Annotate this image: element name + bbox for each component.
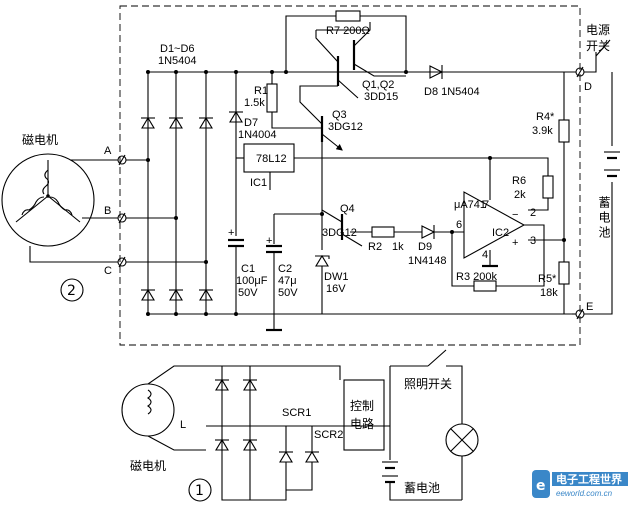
- label-magneto-top: 磁电机: [22, 132, 58, 147]
- label-power-switch-2: 开关: [586, 39, 610, 53]
- label-r1: R1: [254, 85, 268, 97]
- circle-2-ring: [60, 278, 84, 302]
- label-d1-d6-part: 1N5404: [158, 55, 197, 67]
- label-dw1: DW1: [324, 271, 348, 283]
- diode-bottom-3: [215, 438, 229, 451]
- label-r4: R4*: [536, 111, 555, 123]
- diode-d7: [229, 110, 243, 123]
- label-ic1: IC1: [250, 177, 267, 189]
- label-q12-part: 3DD15: [364, 91, 398, 103]
- label-c2-v: 50V: [278, 287, 298, 299]
- label-r1-val: 1.5k: [244, 97, 265, 109]
- watermark-url: eeworld.com.cn: [556, 489, 613, 498]
- label-light-switch: 照明开关: [404, 377, 452, 391]
- battery-bottom: [382, 461, 398, 484]
- transistor-q1q2: [315, 22, 406, 99]
- label-node-e: E: [586, 301, 593, 313]
- label-q4: Q4: [340, 203, 355, 215]
- transistor-q4: [321, 209, 363, 247]
- label-c1: C1: [241, 263, 255, 275]
- watermark: e 电子工程世界 eeworld.com.cn: [532, 470, 628, 498]
- diode-bottom-1: [215, 378, 229, 391]
- label-r2-val: 1k: [392, 241, 404, 253]
- lighting-switch[interactable]: [427, 349, 447, 367]
- label-r7: R7 200Ω: [326, 25, 370, 37]
- label-r2: R2: [368, 241, 382, 253]
- label-q3-part: 3DG12: [328, 121, 363, 133]
- svg-text:e: e: [536, 478, 546, 494]
- magneto-2: [1, 153, 95, 247]
- module-enclosure: [119, 5, 581, 346]
- label-r6: R6: [512, 175, 526, 187]
- label-d7-part: 1N4004: [238, 129, 277, 141]
- label-d7: D7: [244, 117, 258, 129]
- label-d1-d6: D1~D6: [160, 43, 195, 55]
- label-opamp-minus: −: [512, 209, 518, 221]
- diode-d6: [199, 288, 213, 301]
- label-ic1-part: 78L12: [256, 153, 287, 165]
- label-q12: Q1,Q2: [362, 79, 394, 91]
- label-ctrl-1: 控制: [350, 399, 374, 413]
- label-node-c: C: [104, 265, 112, 277]
- label-power-switch-1: 电源: [586, 23, 610, 37]
- label-pin3: 3: [530, 235, 536, 247]
- label-opamp-plus: +: [512, 237, 518, 249]
- diode-bottom-2: [243, 378, 257, 391]
- label-q4-part: 3DG12: [322, 227, 357, 239]
- label-r6-val: 2k: [514, 189, 526, 201]
- label-c1-val: 100μF: [236, 275, 268, 287]
- diode-d3: [199, 116, 213, 129]
- label-r5: R5*: [538, 273, 557, 285]
- label-d9: D9: [418, 241, 432, 253]
- label-l: L: [180, 419, 186, 431]
- label-d9-part: 1N4148: [408, 255, 447, 267]
- diode-d1: [141, 116, 155, 129]
- watermark-name: 电子工程世界: [556, 472, 622, 486]
- label-node-d: D: [584, 81, 592, 93]
- label-magneto-bottom: 磁电机: [130, 458, 166, 473]
- label-c2-val: 47μ: [278, 275, 297, 287]
- label-pin6: 6: [456, 219, 462, 231]
- circle-1-ring: [188, 478, 212, 502]
- label-battery-bottom: 蓄电池: [404, 481, 440, 495]
- diode-d5: [169, 288, 183, 301]
- label-c2: C2: [278, 263, 292, 275]
- label-circle-2: 2: [67, 283, 76, 299]
- diode-d2: [169, 116, 183, 129]
- battery-top: [604, 151, 620, 178]
- label-r4-val: 3.9k: [532, 125, 553, 137]
- e-logo-icon: [532, 470, 550, 498]
- transistor-q3: [299, 85, 343, 151]
- diode-bottom-4: [243, 438, 257, 451]
- label-scr1: SCR1: [282, 407, 311, 419]
- label-circle-1: 1: [195, 483, 204, 499]
- label-scr2: SCR2: [314, 429, 343, 441]
- label-r3: R3 200k: [456, 271, 497, 283]
- label-dw1-val: 16V: [326, 283, 346, 295]
- label-pin7: 7: [483, 199, 489, 211]
- label-c1-v: 50V: [238, 287, 258, 299]
- label-c1-plus: +: [228, 227, 234, 239]
- label-c2-plus: +: [266, 235, 272, 247]
- diode-d4: [141, 288, 155, 301]
- control-circuit: [343, 379, 385, 451]
- label-node-a: A: [104, 145, 112, 157]
- label-node-b: B: [104, 205, 111, 217]
- label-pin2: 2: [530, 207, 536, 219]
- label-d8: D8 1N5404: [424, 86, 480, 98]
- label-q3: Q3: [332, 109, 347, 121]
- power-switch[interactable]: [584, 52, 597, 73]
- label-r5-val: 18k: [540, 287, 558, 299]
- label-battery-top: 蓄电池: [597, 196, 611, 241]
- label-pin4: 4: [482, 249, 488, 261]
- label-ctrl-2: 电路: [350, 416, 374, 431]
- label-ua741: μA741: [454, 199, 486, 211]
- opamp-ic2: [463, 191, 526, 259]
- label-ic2: IC2: [492, 227, 509, 239]
